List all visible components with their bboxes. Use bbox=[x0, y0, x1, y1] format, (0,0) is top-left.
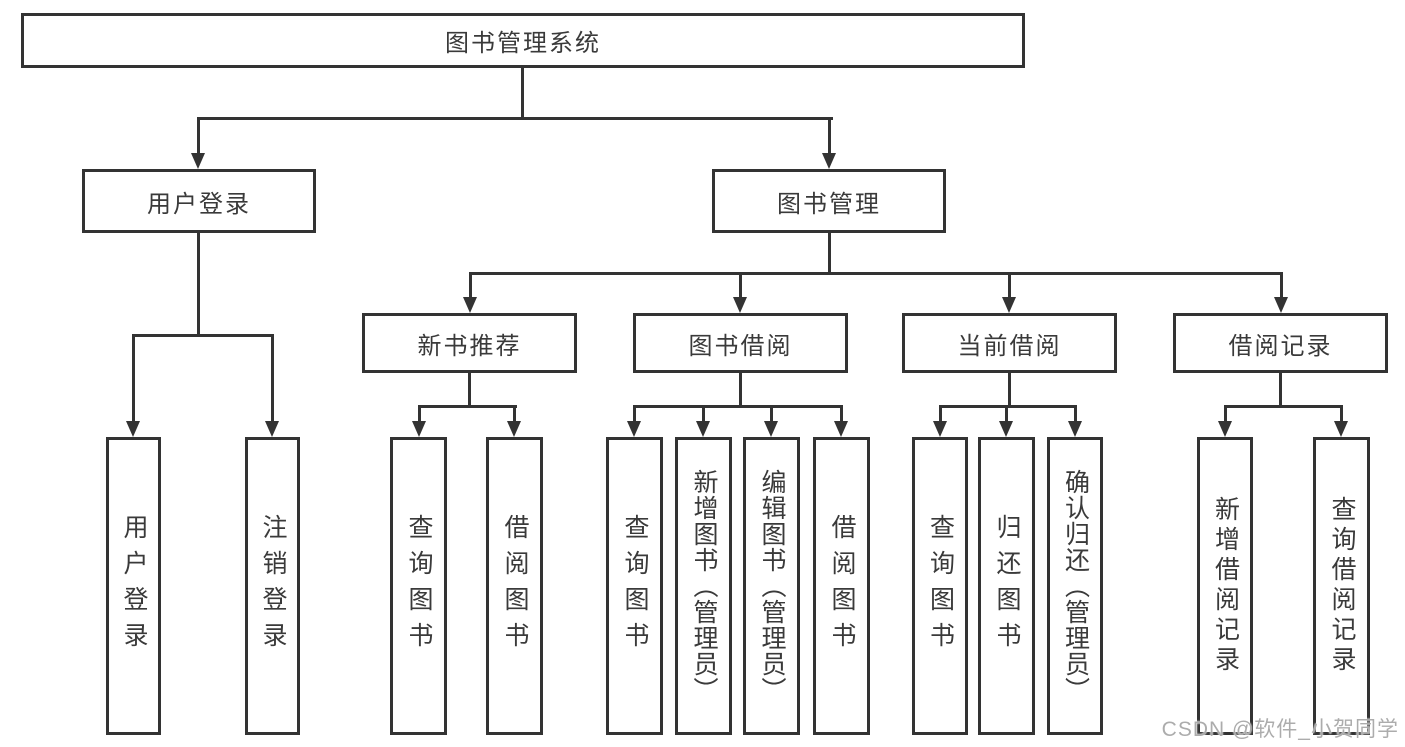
leaf-label: 归还图书 bbox=[993, 514, 1021, 658]
connector-drop-cb-return bbox=[1005, 405, 1008, 421]
arrowhead-bb-borrow bbox=[834, 421, 848, 437]
node-leaf-user-login: 用户登录 bbox=[106, 437, 161, 735]
node-leaf-edit-book-admin: 编辑图书（管理员） bbox=[743, 437, 800, 735]
connector-new-book-stem bbox=[468, 373, 471, 405]
connector-drop-leaf-logout bbox=[271, 334, 274, 421]
leaf-label: 查询图书 bbox=[926, 514, 955, 658]
arrowhead-book-mgmt bbox=[822, 153, 836, 169]
node-book-borrow: 图书借阅 bbox=[633, 313, 848, 373]
connector-root-bar bbox=[197, 117, 833, 120]
node-leaf-confirm-return-admin: 确认归还（管理员） bbox=[1047, 437, 1103, 735]
node-leaf-logout: 注销登录 bbox=[245, 437, 300, 735]
arrowhead-cb-confirm bbox=[1068, 421, 1082, 437]
leaf-label: 新增借阅记录 bbox=[1211, 496, 1240, 676]
csdn-watermark: CSDN @软件_小贺同学 bbox=[1161, 718, 1399, 741]
connector-new-book-bar bbox=[418, 405, 517, 408]
node-leaf-query-book-under-current: 查询图书 bbox=[912, 437, 968, 735]
connector-drop-br-query bbox=[1340, 405, 1343, 421]
connector-drop-record bbox=[1280, 272, 1283, 297]
node-book-management: 图书管理 bbox=[712, 169, 946, 233]
connector-user-login-bar bbox=[132, 334, 274, 337]
leaf-label: 借阅图书 bbox=[501, 514, 529, 658]
connector-drop-nb-borrow bbox=[513, 405, 516, 421]
arrowhead-nb-query bbox=[412, 421, 426, 437]
connector-root-stem bbox=[521, 68, 524, 117]
arrowhead-borrow bbox=[733, 297, 747, 313]
connector-user-login-stem bbox=[197, 233, 200, 334]
arrowhead-cb-return bbox=[999, 421, 1013, 437]
connector-drop-br-add bbox=[1224, 405, 1227, 421]
arrowhead-br-add bbox=[1218, 421, 1232, 437]
connector-borrow-bar bbox=[633, 405, 843, 408]
node-leaf-query-book-under-new-book: 查询图书 bbox=[390, 437, 447, 735]
leaf-label: 确认归还（管理员） bbox=[1061, 469, 1090, 703]
arrowhead-leaf-logout bbox=[265, 421, 279, 437]
node-leaf-query-borrow-record: 查询借阅记录 bbox=[1313, 437, 1370, 735]
arrowhead-new-book bbox=[463, 297, 477, 313]
connector-current-bar bbox=[939, 405, 1077, 408]
connector-record-bar bbox=[1224, 405, 1343, 408]
node-leaf-add-borrow-record: 新增借阅记录 bbox=[1197, 437, 1253, 735]
node-current-borrow: 当前借阅 bbox=[902, 313, 1117, 373]
connector-drop-nb-query bbox=[418, 405, 421, 421]
node-root: 图书管理系统 bbox=[21, 13, 1025, 68]
connector-drop-book-mgmt bbox=[828, 117, 831, 153]
leaf-label: 查询图书 bbox=[621, 514, 649, 658]
arrowhead-cb-query bbox=[933, 421, 947, 437]
connector-drop-borrow bbox=[739, 272, 742, 297]
arrowhead-bb-add bbox=[696, 421, 710, 437]
arrowhead-record bbox=[1274, 297, 1288, 313]
connector-drop-bb-edit bbox=[770, 405, 773, 421]
connector-drop-leaf-login bbox=[132, 334, 135, 421]
connector-borrow-stem bbox=[739, 373, 742, 405]
leaf-label: 用户登录 bbox=[120, 514, 148, 658]
arrowhead-current bbox=[1002, 297, 1016, 313]
connector-drop-cb-confirm bbox=[1074, 405, 1077, 421]
node-borrow-record: 借阅记录 bbox=[1173, 313, 1388, 373]
leaf-label: 编辑图书（管理员） bbox=[758, 469, 786, 703]
connector-drop-bb-borrow bbox=[840, 405, 843, 421]
connector-drop-bb-query bbox=[633, 405, 636, 421]
connector-drop-bb-add bbox=[702, 405, 705, 421]
node-leaf-add-book-admin: 新增图书（管理员） bbox=[675, 437, 732, 735]
connector-book-mgmt-stem bbox=[828, 233, 831, 272]
connector-drop-current bbox=[1008, 272, 1011, 297]
arrowhead-leaf-login bbox=[126, 421, 140, 437]
leaf-label: 查询借阅记录 bbox=[1328, 496, 1356, 676]
node-leaf-return-book: 归还图书 bbox=[978, 437, 1035, 735]
leaf-label: 查询图书 bbox=[405, 514, 433, 658]
connector-drop-cb-query bbox=[939, 405, 942, 421]
arrowhead-user-login bbox=[191, 153, 205, 169]
connector-book-mgmt-bar bbox=[469, 272, 1283, 275]
arrowhead-bb-query bbox=[627, 421, 641, 437]
connector-record-stem bbox=[1279, 373, 1282, 405]
node-user-login: 用户登录 bbox=[82, 169, 316, 233]
connector-current-stem bbox=[1008, 373, 1011, 405]
connector-drop-user-login bbox=[197, 117, 200, 153]
leaf-label: 借阅图书 bbox=[828, 514, 856, 658]
arrowhead-nb-borrow bbox=[507, 421, 521, 437]
node-leaf-borrow-book-under-borrow: 借阅图书 bbox=[813, 437, 870, 735]
leaf-label: 新增图书（管理员） bbox=[690, 469, 718, 703]
node-new-book-recommend: 新书推荐 bbox=[362, 313, 577, 373]
connector-drop-new-book bbox=[469, 272, 472, 297]
arrowhead-bb-edit bbox=[764, 421, 778, 437]
arrowhead-br-query bbox=[1334, 421, 1348, 437]
leaf-label: 注销登录 bbox=[259, 514, 287, 658]
node-leaf-borrow-book-under-new-book: 借阅图书 bbox=[486, 437, 543, 735]
node-leaf-query-book-under-borrow: 查询图书 bbox=[606, 437, 663, 735]
